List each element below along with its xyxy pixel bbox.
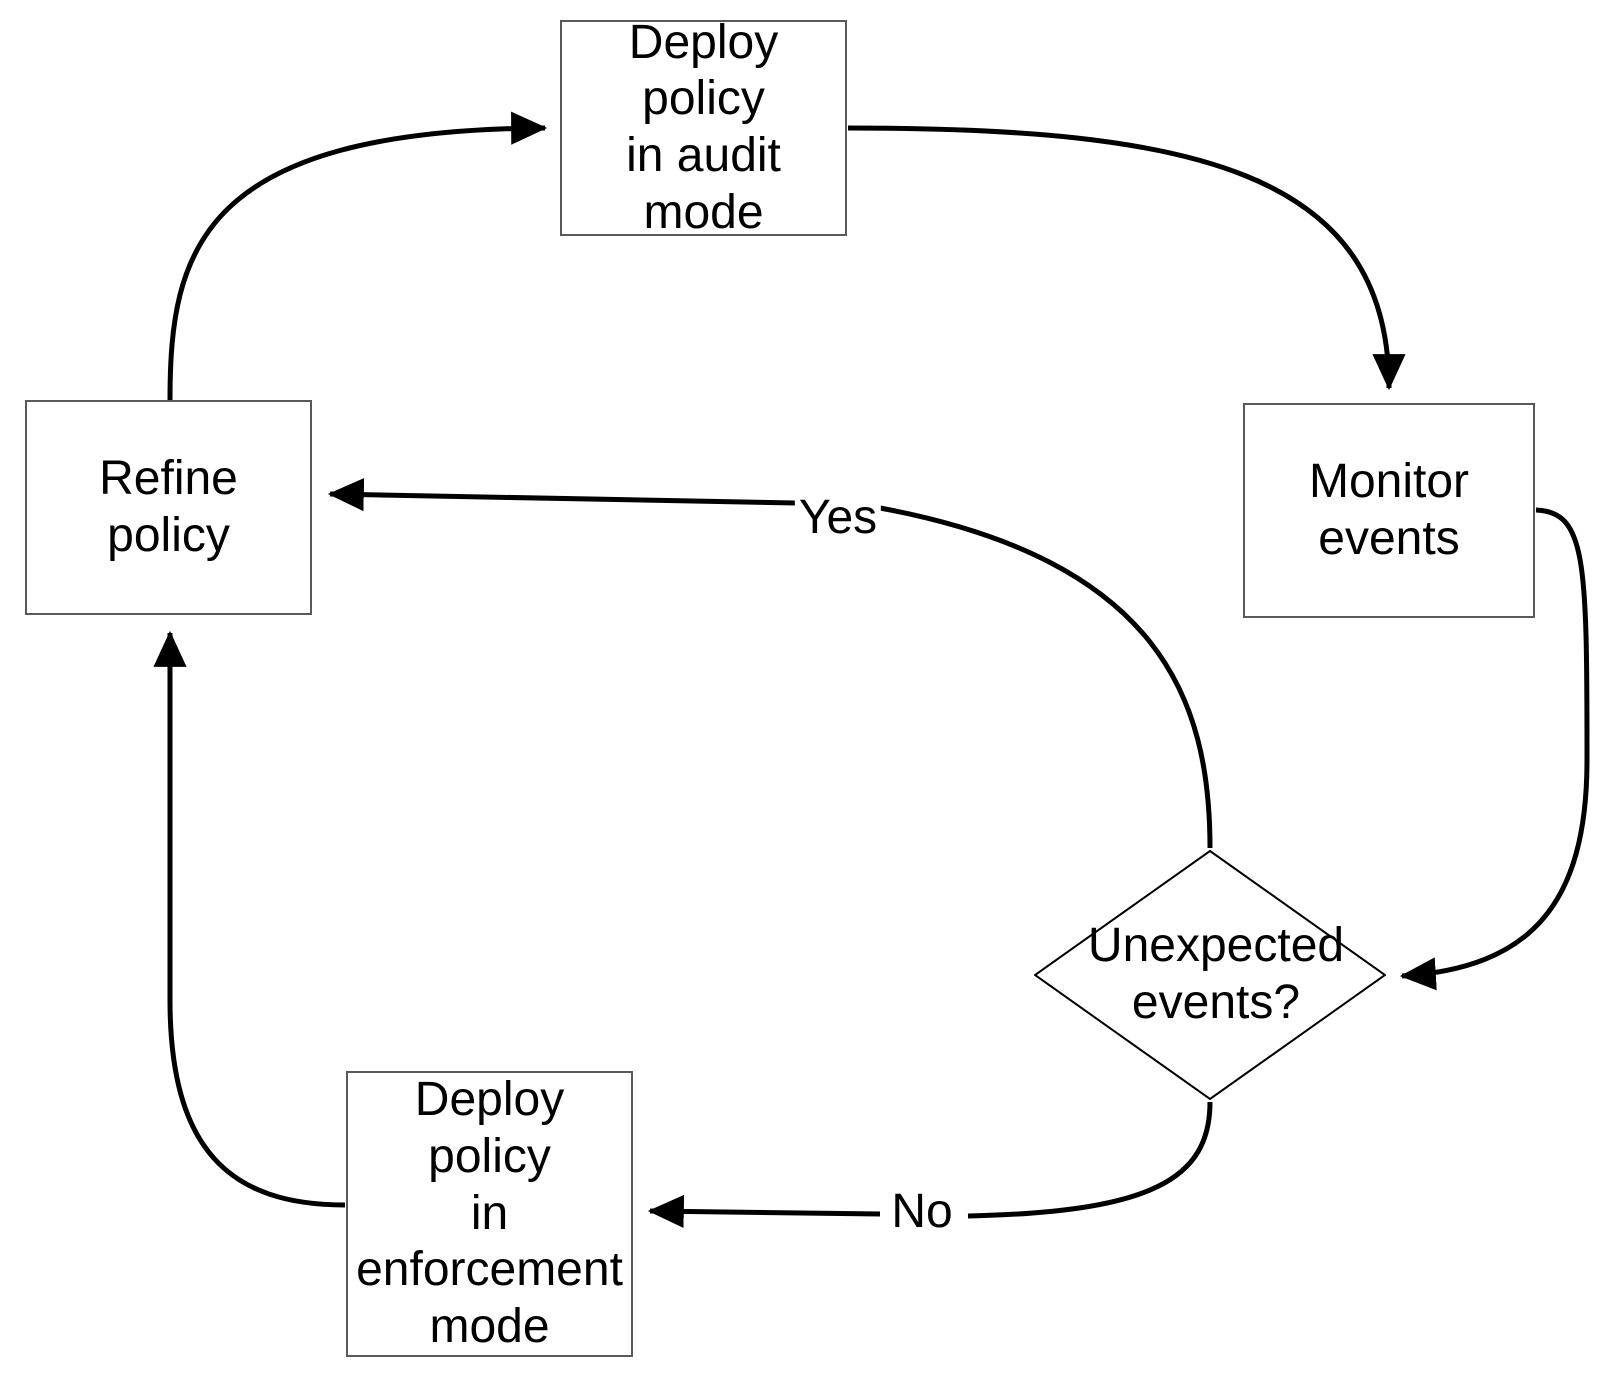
node-refine-policy[interactable]: Refine policy [25,400,312,615]
node-deploy-policy-enforcement-mode[interactable]: Deploy policy in enforcement mode [346,1071,633,1357]
edge-label-no: No [887,1188,957,1236]
node-monitor-events[interactable]: Monitor events [1243,403,1535,618]
edge-refine-to-audit [167,111,548,401]
node-label: Unexpected events? [1087,919,1345,1029]
node-unexpected-events-decision[interactable]: Unexpected events? [1034,850,1386,1100]
edge-label-yes: Yes [794,494,882,542]
edge-decision-no-part1 [967,1101,1213,1219]
node-label: Deploy policy in enforcement mode [356,1073,623,1353]
edge-decision-yes-part2 [327,478,797,512]
edge-enforcement-to-refine [153,630,346,1208]
node-label: Deploy policy in audit mode [626,15,781,239]
node-label: Monitor events [1308,454,1470,565]
edge-decision-yes-part1 [879,505,1213,849]
node-label: Refine policy [99,451,238,562]
node-deploy-policy-audit-mode[interactable]: Deploy policy in audit mode [560,16,847,239]
diamond-shape [1034,850,1386,1100]
edge-decision-no-part2 [647,1194,881,1228]
edge-monitor-to-decision [1399,507,1590,991]
edge-audit-to-monitor [847,125,1406,391]
